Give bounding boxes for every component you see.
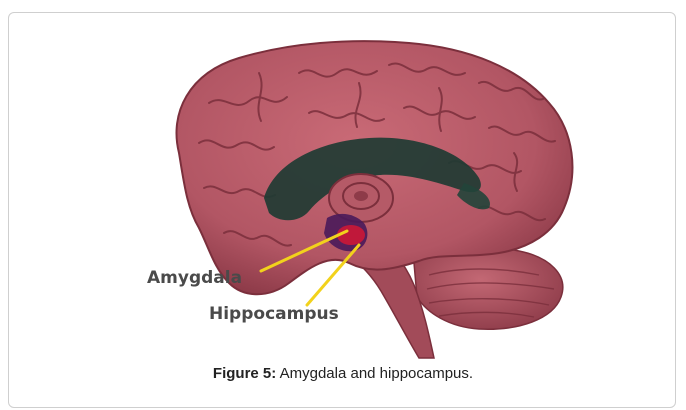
brain-illustration: Amygdala Hippocampus [9,13,677,363]
amygdala-label: Amygdala [147,268,242,288]
cerebellum [414,247,563,330]
hippocampus-label: Hippocampus [209,304,339,324]
figure-number: Figure 5: [213,365,276,382]
figure-caption-text: Amygdala and hippocampus. [280,365,473,382]
figure-caption: Figure 5: Amygdala and hippocampus. [9,365,677,382]
figure-frame: Amygdala Hippocampus Figure 5: Amygdala … [8,12,676,408]
